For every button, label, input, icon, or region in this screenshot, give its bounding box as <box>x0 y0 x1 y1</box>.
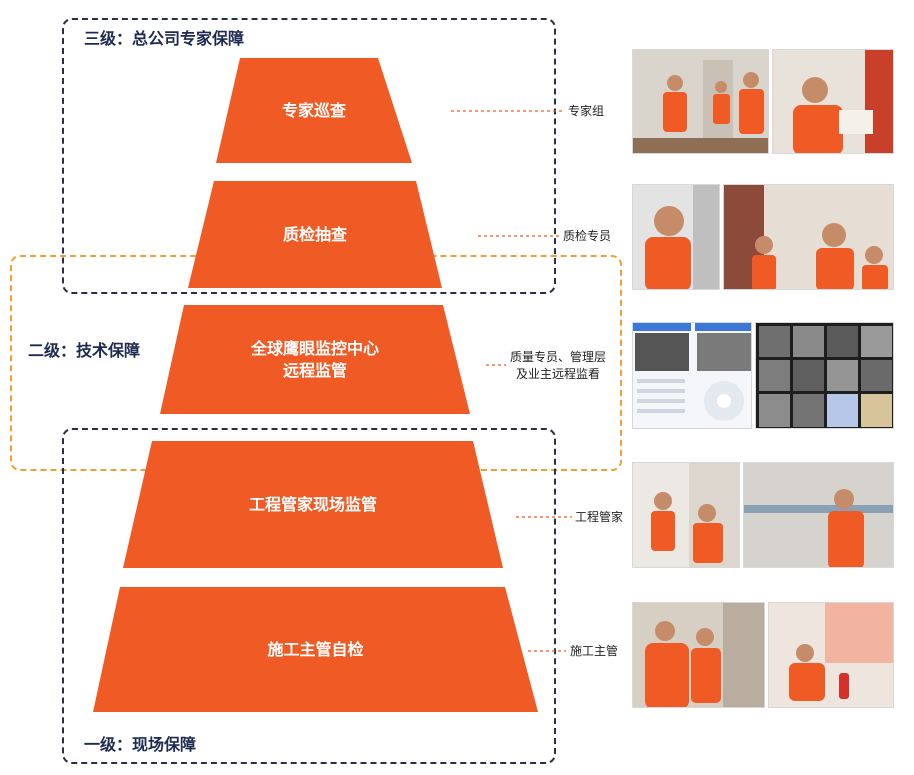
role-expert-group: 专家组 <box>568 103 604 120</box>
tier-qc-line-1: 质检抽查 <box>282 224 347 244</box>
tier-monitor-shape <box>160 305 470 414</box>
photo-supervisor-1-image <box>633 603 764 707</box>
level-3-frame <box>62 18 556 294</box>
photo-monitor-wall <box>755 322 894 429</box>
photo-butler-onsite-2 <box>743 462 894 568</box>
level-3-label: 三级：总公司专家保障 <box>84 29 245 48</box>
tier-supervisor-line-1: 施工主管自检 <box>267 639 364 659</box>
role-monitor-line-2: 及业主远程监看 <box>516 367 601 381</box>
role-monitor-line-1: 质量专员、管理层 <box>510 350 607 364</box>
tier-supervisor-shape <box>93 587 538 712</box>
role-project-butler: 工程管家 <box>575 509 623 526</box>
tier-expert-line-1: 专家巡查 <box>281 100 346 120</box>
photo-qc-2-image <box>724 185 893 289</box>
tier-monitor-line-2: 远程监管 <box>282 360 347 380</box>
photo-qc-check-1 <box>632 184 720 290</box>
photo-expert-inspection-1 <box>632 49 769 154</box>
photo-supervisor-check-1 <box>632 602 765 708</box>
role-qc-specialist: 质检专员 <box>563 228 611 245</box>
photo-butler-onsite-1 <box>632 462 740 568</box>
level-2-label: 二级：技术保障 <box>28 341 141 360</box>
photo-monitor-app-image <box>633 323 751 428</box>
photo-expert-1-image <box>633 50 768 153</box>
tier-expert-label: 专家巡查 <box>216 58 412 163</box>
photo-supervisor-2-image <box>769 603 893 707</box>
level-1-frame <box>62 428 556 764</box>
tier-butler-shape <box>123 441 503 568</box>
photo-expert-2-image <box>773 50 893 153</box>
tier-monitor-label: 全球鹰眼监控中心 远程监管 <box>160 305 470 414</box>
role-expert-line-1: 专家组 <box>568 104 605 118</box>
tier-qc-label: 质检抽查 <box>188 181 442 288</box>
photo-qc-check-2 <box>723 184 894 290</box>
photo-expert-inspection-2 <box>772 49 894 154</box>
tier-qc-shape <box>188 181 442 288</box>
photo-butler-1-image <box>633 463 739 567</box>
role-construction-supervisor: 施工主管 <box>570 643 618 660</box>
role-qc-line-1: 质检专员 <box>563 229 612 243</box>
photo-supervisor-check-2 <box>768 602 894 708</box>
tier-butler-line-1: 工程管家现场监管 <box>248 494 377 514</box>
role-supervisor-line-1: 施工主管 <box>570 644 619 658</box>
role-remote-viewers: 质量专员、管理层 及业主远程监看 <box>510 349 606 383</box>
tier-expert-shape <box>216 58 412 163</box>
photo-qc-1-image <box>633 185 719 289</box>
level-1-label: 一级：现场保障 <box>84 735 197 754</box>
photo-monitor-app <box>632 322 752 429</box>
photo-monitor-wall-image <box>756 323 893 428</box>
role-butler-line-1: 工程管家 <box>575 510 624 524</box>
tier-butler-label: 工程管家现场监管 <box>123 441 503 568</box>
photo-butler-2-image <box>744 463 893 567</box>
tier-monitor-line-1: 全球鹰眼监控中心 <box>250 338 379 358</box>
tier-supervisor-label: 施工主管自检 <box>93 587 538 712</box>
